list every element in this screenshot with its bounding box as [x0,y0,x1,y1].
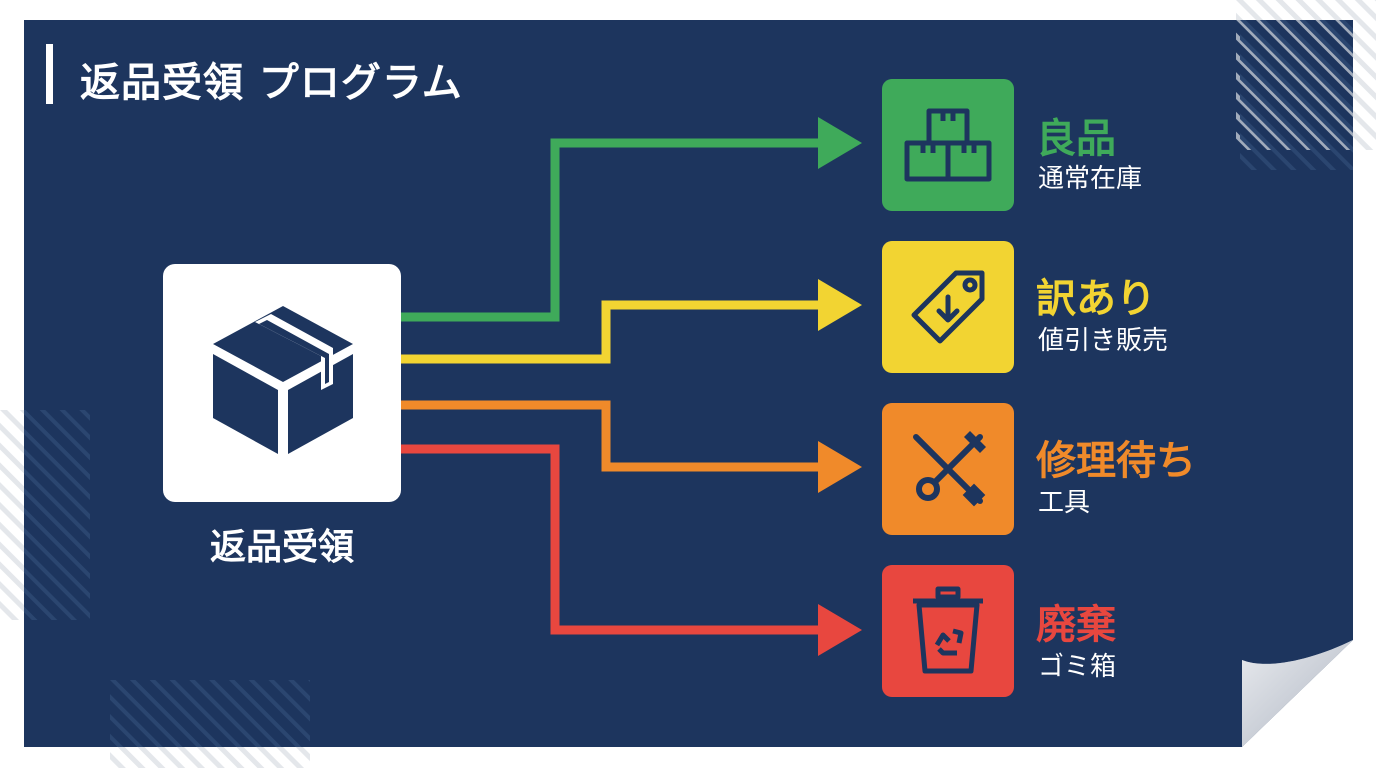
decor-stripes-bottom-left [110,680,310,768]
wrench-screwdriver-icon [913,431,986,507]
flow-arrow-repair [401,400,822,472]
category-dispose-title: 廃棄 [1036,602,1116,648]
decor-stripes-left [0,410,90,620]
arrowhead-dispose [818,604,862,656]
category-repair-subtitle: 工具 [1038,488,1091,518]
category-dispose-box [882,565,1014,697]
source-box [163,264,401,502]
category-repair-box [882,403,1014,535]
category-outlet-title: 訳あり [1036,276,1156,322]
package-box-icon [213,306,353,454]
page-curl-decor [1242,640,1353,747]
source-label: 返品受領 [209,527,354,568]
decor-stripes-panel-top-right [1240,20,1353,170]
category-good-subtitle: 通常在庫 [1038,164,1143,194]
price-tag-icon [911,270,985,344]
flow-arrow-dispose [401,444,822,635]
stacked-boxes-icon [904,108,992,182]
page-title: 返品受領 プログラム [80,60,463,106]
category-repair-title: 修理待ち [1036,438,1196,484]
recycle-bin-icon [913,586,983,674]
arrowhead-repair [818,441,862,493]
category-dispose-subtitle: ゴミ箱 [1038,652,1117,682]
category-good-title: 良品 [1036,116,1116,162]
title-accent-bar [46,44,53,104]
category-outlet-box [882,241,1014,373]
category-outlet-subtitle: 値引き販売 [1038,326,1169,356]
flow-arrow-good [401,138,822,322]
flow-arrow-outlet [401,300,822,364]
arrowhead-outlet [818,279,862,331]
arrowhead-good [818,117,862,169]
category-good-box [882,79,1014,211]
